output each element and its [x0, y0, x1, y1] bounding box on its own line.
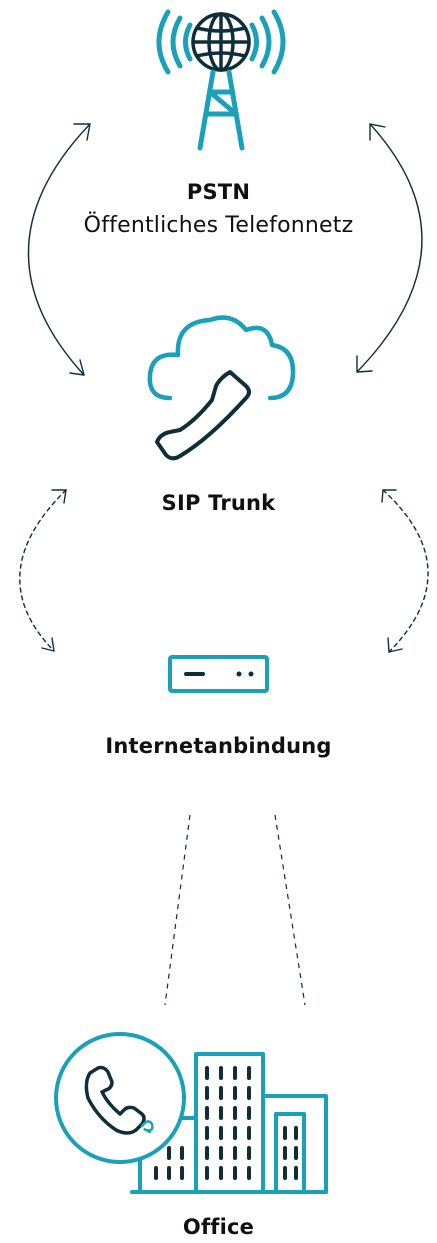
- internet-office-connection-lines: [164, 814, 306, 1006]
- office-buildings-phone-icon: [54, 1032, 328, 1194]
- pstn-sip-connection-arrows: [27, 123, 423, 376]
- internetanbindung-title: Internetanbindung: [105, 734, 332, 758]
- sip-internet-connection-arrows: [19, 489, 429, 653]
- cloud-phone-icon: [147, 315, 296, 461]
- router-icon: [168, 655, 269, 693]
- pstn-subtitle: Öffentliches Telefonnetz: [83, 213, 354, 238]
- sip-trunk-title: SIP Trunk: [161, 491, 276, 515]
- office-title: Office: [182, 1215, 255, 1239]
- pstn-title: PSTN: [186, 180, 251, 204]
- radio-tower-globe-icon: [156, 9, 286, 151]
